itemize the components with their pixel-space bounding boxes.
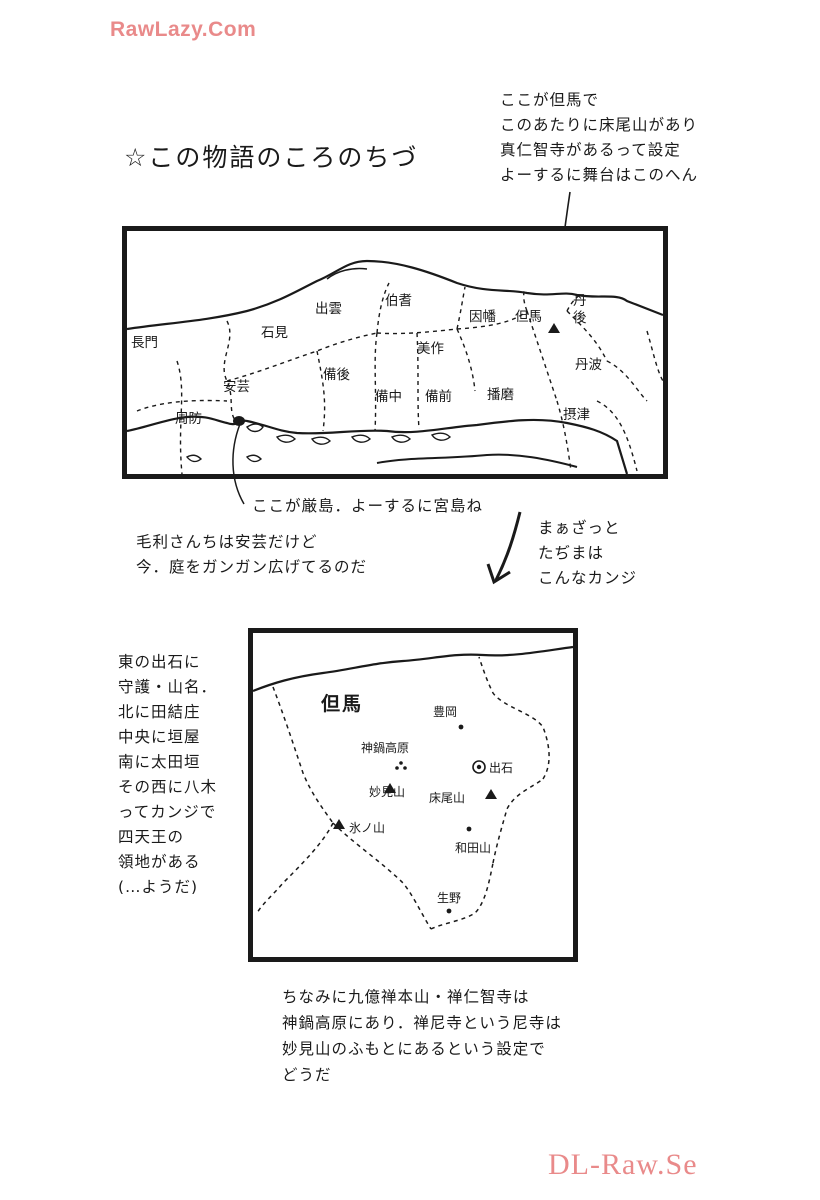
label-tamba: 丹波: [575, 357, 602, 373]
label-iwami: 石見: [261, 325, 288, 341]
label-bitchu: 備中: [375, 389, 402, 405]
label-tajima: 但馬: [515, 309, 542, 325]
note-mori: 毛利さんちは安芸だけど 今．庭をガンガン広げてるのだ: [136, 533, 368, 576]
label-inaba: 因幡: [469, 309, 496, 325]
label-mimasaka: 美作: [417, 341, 444, 357]
label-hyonosen: 氷ノ山: [349, 821, 386, 835]
label-bizen: 備前: [425, 389, 452, 405]
label-bingo: 備後: [323, 367, 350, 383]
label-hoki: 伯耆: [385, 293, 412, 309]
zoom-arrow: [486, 511, 522, 585]
label-tokonosan: 床尾山: [429, 791, 466, 805]
map-chugoku-lines: [127, 259, 663, 474]
label-wadayama: 和田山: [455, 841, 492, 855]
itsukushima-pointer: [232, 423, 245, 505]
label-tajima-region: 但馬: [321, 693, 364, 715]
note-footer: ちなみに九億禅本山・禅仁智寺は 神鍋高原にあり．禅尼寺という尼寺は 妙見山のふも…: [282, 988, 562, 1084]
map-tajima: 但馬 豊岡 神鍋高原 出石 妙見山 床尾山 氷ノ山 和田山 生野: [248, 628, 578, 962]
label-nagato: 長門: [131, 335, 158, 351]
label-izumo: 出雲: [315, 301, 342, 317]
note-tajima-callout: ここが但馬で このあたりに床尾山があり 真仁智寺があるって設定 よーするに舞台は…: [500, 91, 699, 184]
watermark-top: RawLazy.Com: [110, 18, 257, 41]
label-settsu: 摂津: [563, 407, 590, 423]
label-toyooka: 豊岡: [433, 705, 458, 719]
label-myokensan: 妙見山: [369, 785, 406, 799]
note-itsukushima: ここが厳島．よーするに宮島ね: [252, 497, 484, 515]
label-harima: 播磨: [487, 387, 514, 403]
label-ikuno: 生野: [437, 891, 462, 905]
note-zoom: まぁざっと たぢまは こんなカンジ: [538, 519, 638, 587]
map-chugoku-region: 長門 石見 出雲 伯耆 因幡 但馬 丹後 美作 安芸 備後 備中 備前 播磨 丹…: [122, 226, 668, 479]
page-title: ☆この物語のころのちづ: [124, 143, 419, 172]
label-tango: 丹後: [573, 293, 587, 326]
label-kannabe-kogen: 神鍋高原: [361, 741, 410, 755]
label-izushi: 出石: [489, 761, 514, 775]
note-left-side: 東の出石に 守護・山名． 北に田結庄 中央に垣屋 南に太田垣 その西に八木 って…: [118, 653, 218, 896]
label-suo: 周防: [175, 411, 202, 427]
map-tajima-lines: [253, 645, 573, 930]
watermark-bottom: DL-Raw.Se: [548, 1148, 698, 1181]
label-aki: 安芸: [223, 379, 250, 395]
